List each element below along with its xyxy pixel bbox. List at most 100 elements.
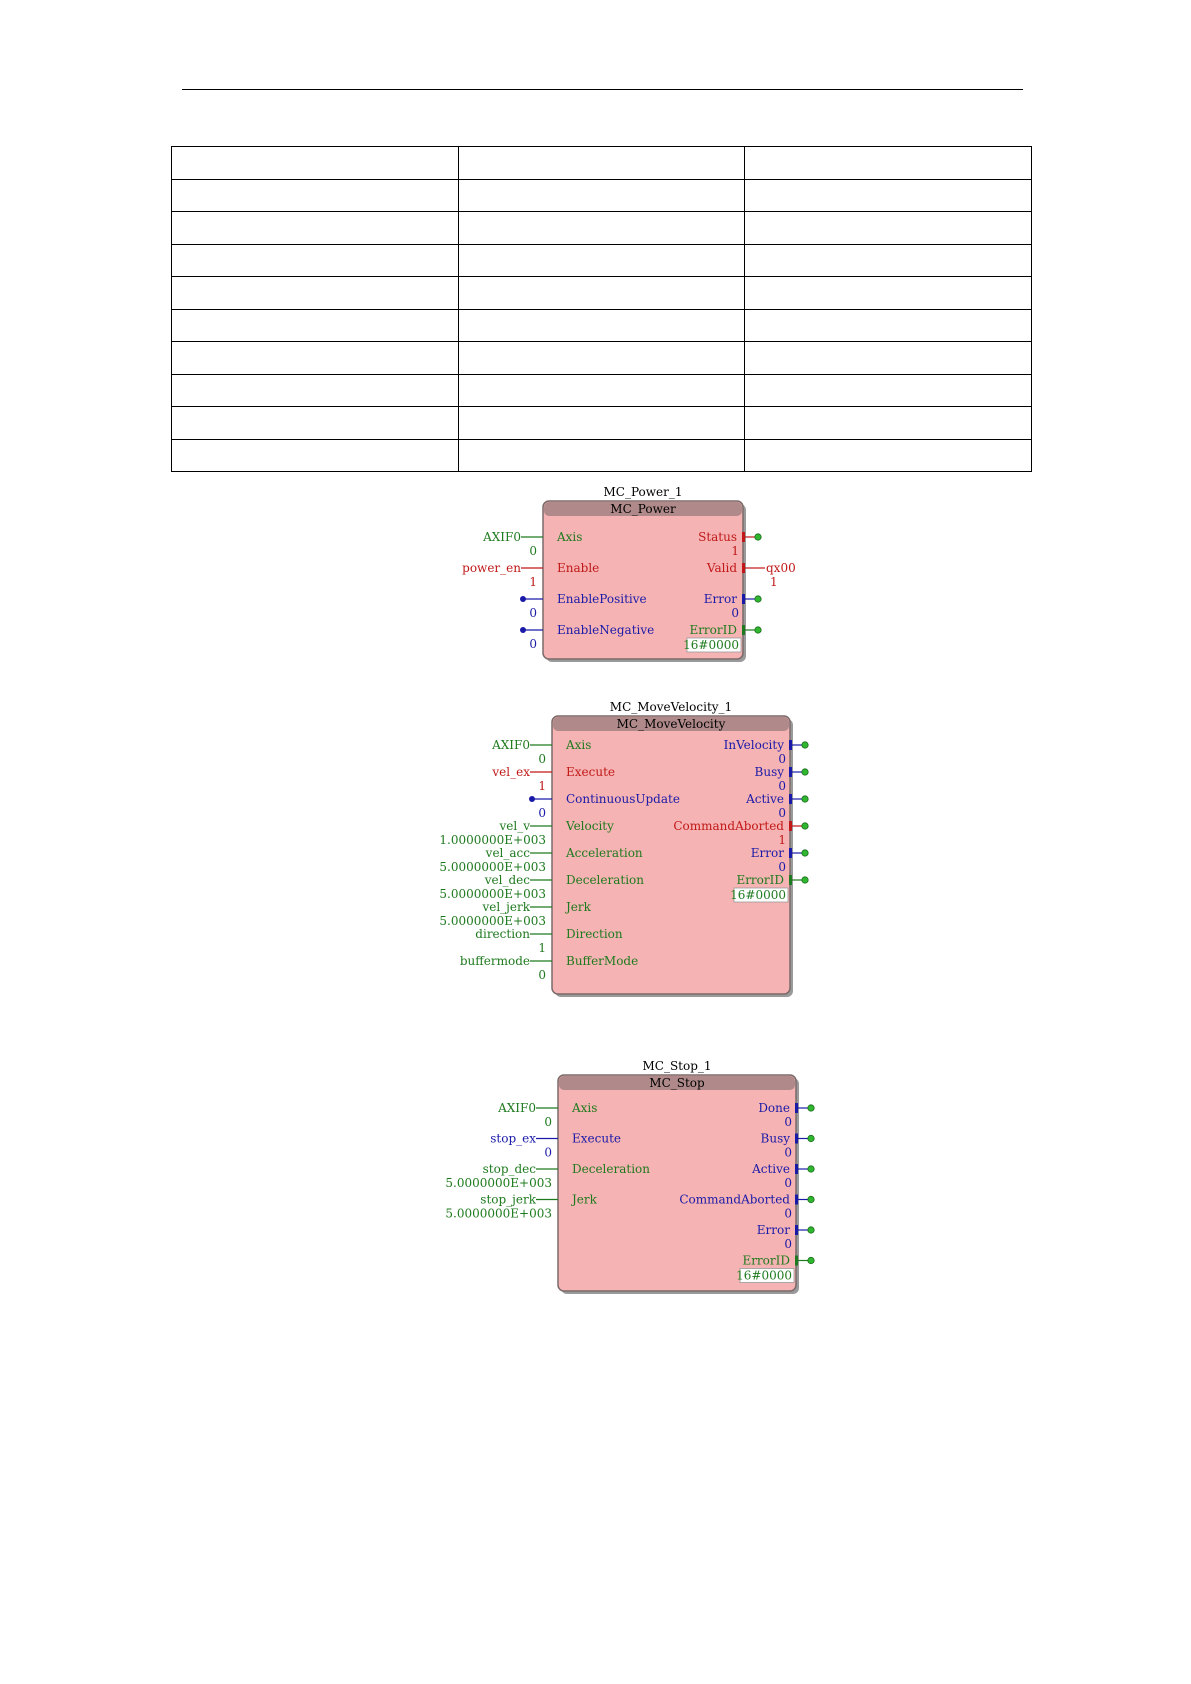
block-body bbox=[542, 500, 744, 660]
input-value: 1.0000000E+003 bbox=[439, 833, 546, 847]
table-cell bbox=[744, 373, 1032, 407]
input-value: 0 bbox=[529, 606, 537, 620]
table-cell bbox=[457, 146, 746, 180]
output-connector-dot bbox=[801, 741, 809, 749]
output-pin-marker bbox=[789, 740, 792, 750]
block-header bbox=[553, 717, 789, 731]
table-row bbox=[171, 146, 1032, 180]
output-pin-label: Error bbox=[757, 1223, 790, 1237]
input-variable: vel_dec bbox=[484, 873, 531, 887]
output-pin-marker bbox=[789, 875, 792, 885]
input-pin-label: Execute bbox=[566, 765, 615, 779]
table-cell bbox=[171, 243, 459, 277]
output-connector-dot bbox=[801, 876, 809, 884]
output-pin-marker bbox=[742, 563, 745, 573]
input-value: 1 bbox=[529, 575, 537, 589]
output-pin-label: ErrorID bbox=[736, 873, 784, 887]
output-pin-marker bbox=[795, 1194, 798, 1205]
output-connector-dot bbox=[801, 795, 809, 803]
table-row bbox=[171, 406, 1032, 440]
input-value: 0 bbox=[538, 968, 546, 982]
input-variable: stop_jerk bbox=[480, 1193, 536, 1207]
input-pin-label: Axis bbox=[571, 1101, 597, 1115]
output-connector-dot bbox=[754, 626, 762, 634]
output-value: 16#0000 bbox=[683, 638, 739, 652]
block-header bbox=[544, 502, 742, 516]
input-pin-label: Acceleration bbox=[565, 846, 643, 860]
input-value: 0 bbox=[544, 1146, 552, 1160]
output-connector-dot bbox=[801, 849, 809, 857]
input-variable: buffermode bbox=[460, 954, 530, 968]
input-value: 0 bbox=[544, 1115, 552, 1129]
output-value-box bbox=[686, 637, 742, 653]
input-value: 5.0000000E+003 bbox=[445, 1176, 552, 1190]
table-cell bbox=[457, 438, 746, 472]
output-pin-label: Busy bbox=[755, 765, 785, 779]
output-value: 0 bbox=[778, 779, 786, 793]
table-cell bbox=[457, 243, 746, 277]
table-row bbox=[171, 341, 1032, 375]
input-variable: stop_dec bbox=[483, 1162, 537, 1176]
input-variable: vel_ex bbox=[491, 765, 530, 779]
table-cell bbox=[171, 146, 459, 180]
output-pin-marker bbox=[789, 767, 792, 777]
table-cell bbox=[744, 211, 1032, 245]
table-cell bbox=[171, 438, 459, 472]
input-variable: AXIF0 bbox=[491, 738, 530, 752]
table-cell bbox=[457, 308, 746, 342]
output-variable: qx00 bbox=[766, 561, 796, 575]
table-cell bbox=[744, 308, 1032, 342]
input-pin-label: BufferMode bbox=[566, 954, 638, 968]
table-cell bbox=[171, 178, 459, 212]
input-variable: vel_v bbox=[499, 819, 531, 833]
input-value: 5.0000000E+003 bbox=[439, 914, 546, 928]
input-pin-label: Deceleration bbox=[572, 1162, 650, 1176]
input-pin-label: EnablePositive bbox=[557, 592, 647, 606]
output-pin-label: Active bbox=[751, 1162, 790, 1176]
output-value: 1 bbox=[731, 544, 739, 558]
table-cell bbox=[457, 406, 746, 440]
table-cell bbox=[171, 373, 459, 407]
block-type-name: MC_Power bbox=[610, 502, 676, 516]
output-pin-marker bbox=[742, 594, 745, 604]
input-variable: power_en bbox=[462, 561, 521, 575]
input-pin-label: Direction bbox=[566, 927, 623, 941]
input-value: 0 bbox=[529, 544, 537, 558]
table-row bbox=[171, 178, 1032, 212]
block-body bbox=[557, 1074, 797, 1292]
output-value: 0 bbox=[784, 1115, 792, 1129]
mc-stop-block: MC_Stop_1MC_StopAxisAXIF00Executestop_ex… bbox=[445, 1059, 815, 1294]
output-pin-label: Error bbox=[704, 592, 737, 606]
mc-power-block: MC_Power_1MC_PowerAxisAXIF00Enablepower_… bbox=[462, 485, 796, 662]
block-type-name: MC_Stop bbox=[649, 1076, 705, 1090]
header-rule bbox=[182, 89, 1023, 90]
output-value: 16#0000 bbox=[730, 888, 786, 902]
table-cell bbox=[744, 406, 1032, 440]
output-connector-dot bbox=[754, 533, 762, 541]
table-cell bbox=[744, 243, 1032, 277]
table-cell bbox=[171, 406, 459, 440]
table-row bbox=[171, 211, 1032, 245]
output-pin-marker bbox=[742, 625, 745, 635]
input-value: 5.0000000E+003 bbox=[445, 1207, 552, 1221]
input-value: 5.0000000E+003 bbox=[439, 860, 546, 874]
output-value: 1 bbox=[770, 575, 778, 589]
output-pin-label: InVelocity bbox=[724, 738, 785, 752]
input-pin-label: Deceleration bbox=[566, 873, 644, 887]
block-type-name: MC_MoveVelocity bbox=[617, 717, 726, 731]
input-pin-label: ContinuousUpdate bbox=[566, 792, 680, 806]
input-connector-dot bbox=[520, 627, 526, 633]
table-cell bbox=[171, 308, 459, 342]
input-variable: stop_ex bbox=[490, 1132, 536, 1146]
output-value: 0 bbox=[784, 1237, 792, 1251]
output-connector-dot bbox=[807, 1256, 815, 1265]
block-instance-name: MC_Power_1 bbox=[603, 485, 682, 499]
input-pin-label: Axis bbox=[556, 530, 582, 544]
table-cell bbox=[744, 146, 1032, 180]
input-pin-label: Velocity bbox=[565, 819, 614, 833]
input-pin-label: Jerk bbox=[564, 900, 592, 914]
output-pin-marker bbox=[795, 1103, 798, 1113]
output-pin-marker bbox=[789, 848, 792, 858]
table-row bbox=[171, 373, 1032, 407]
input-pin-label: Jerk bbox=[570, 1193, 598, 1207]
